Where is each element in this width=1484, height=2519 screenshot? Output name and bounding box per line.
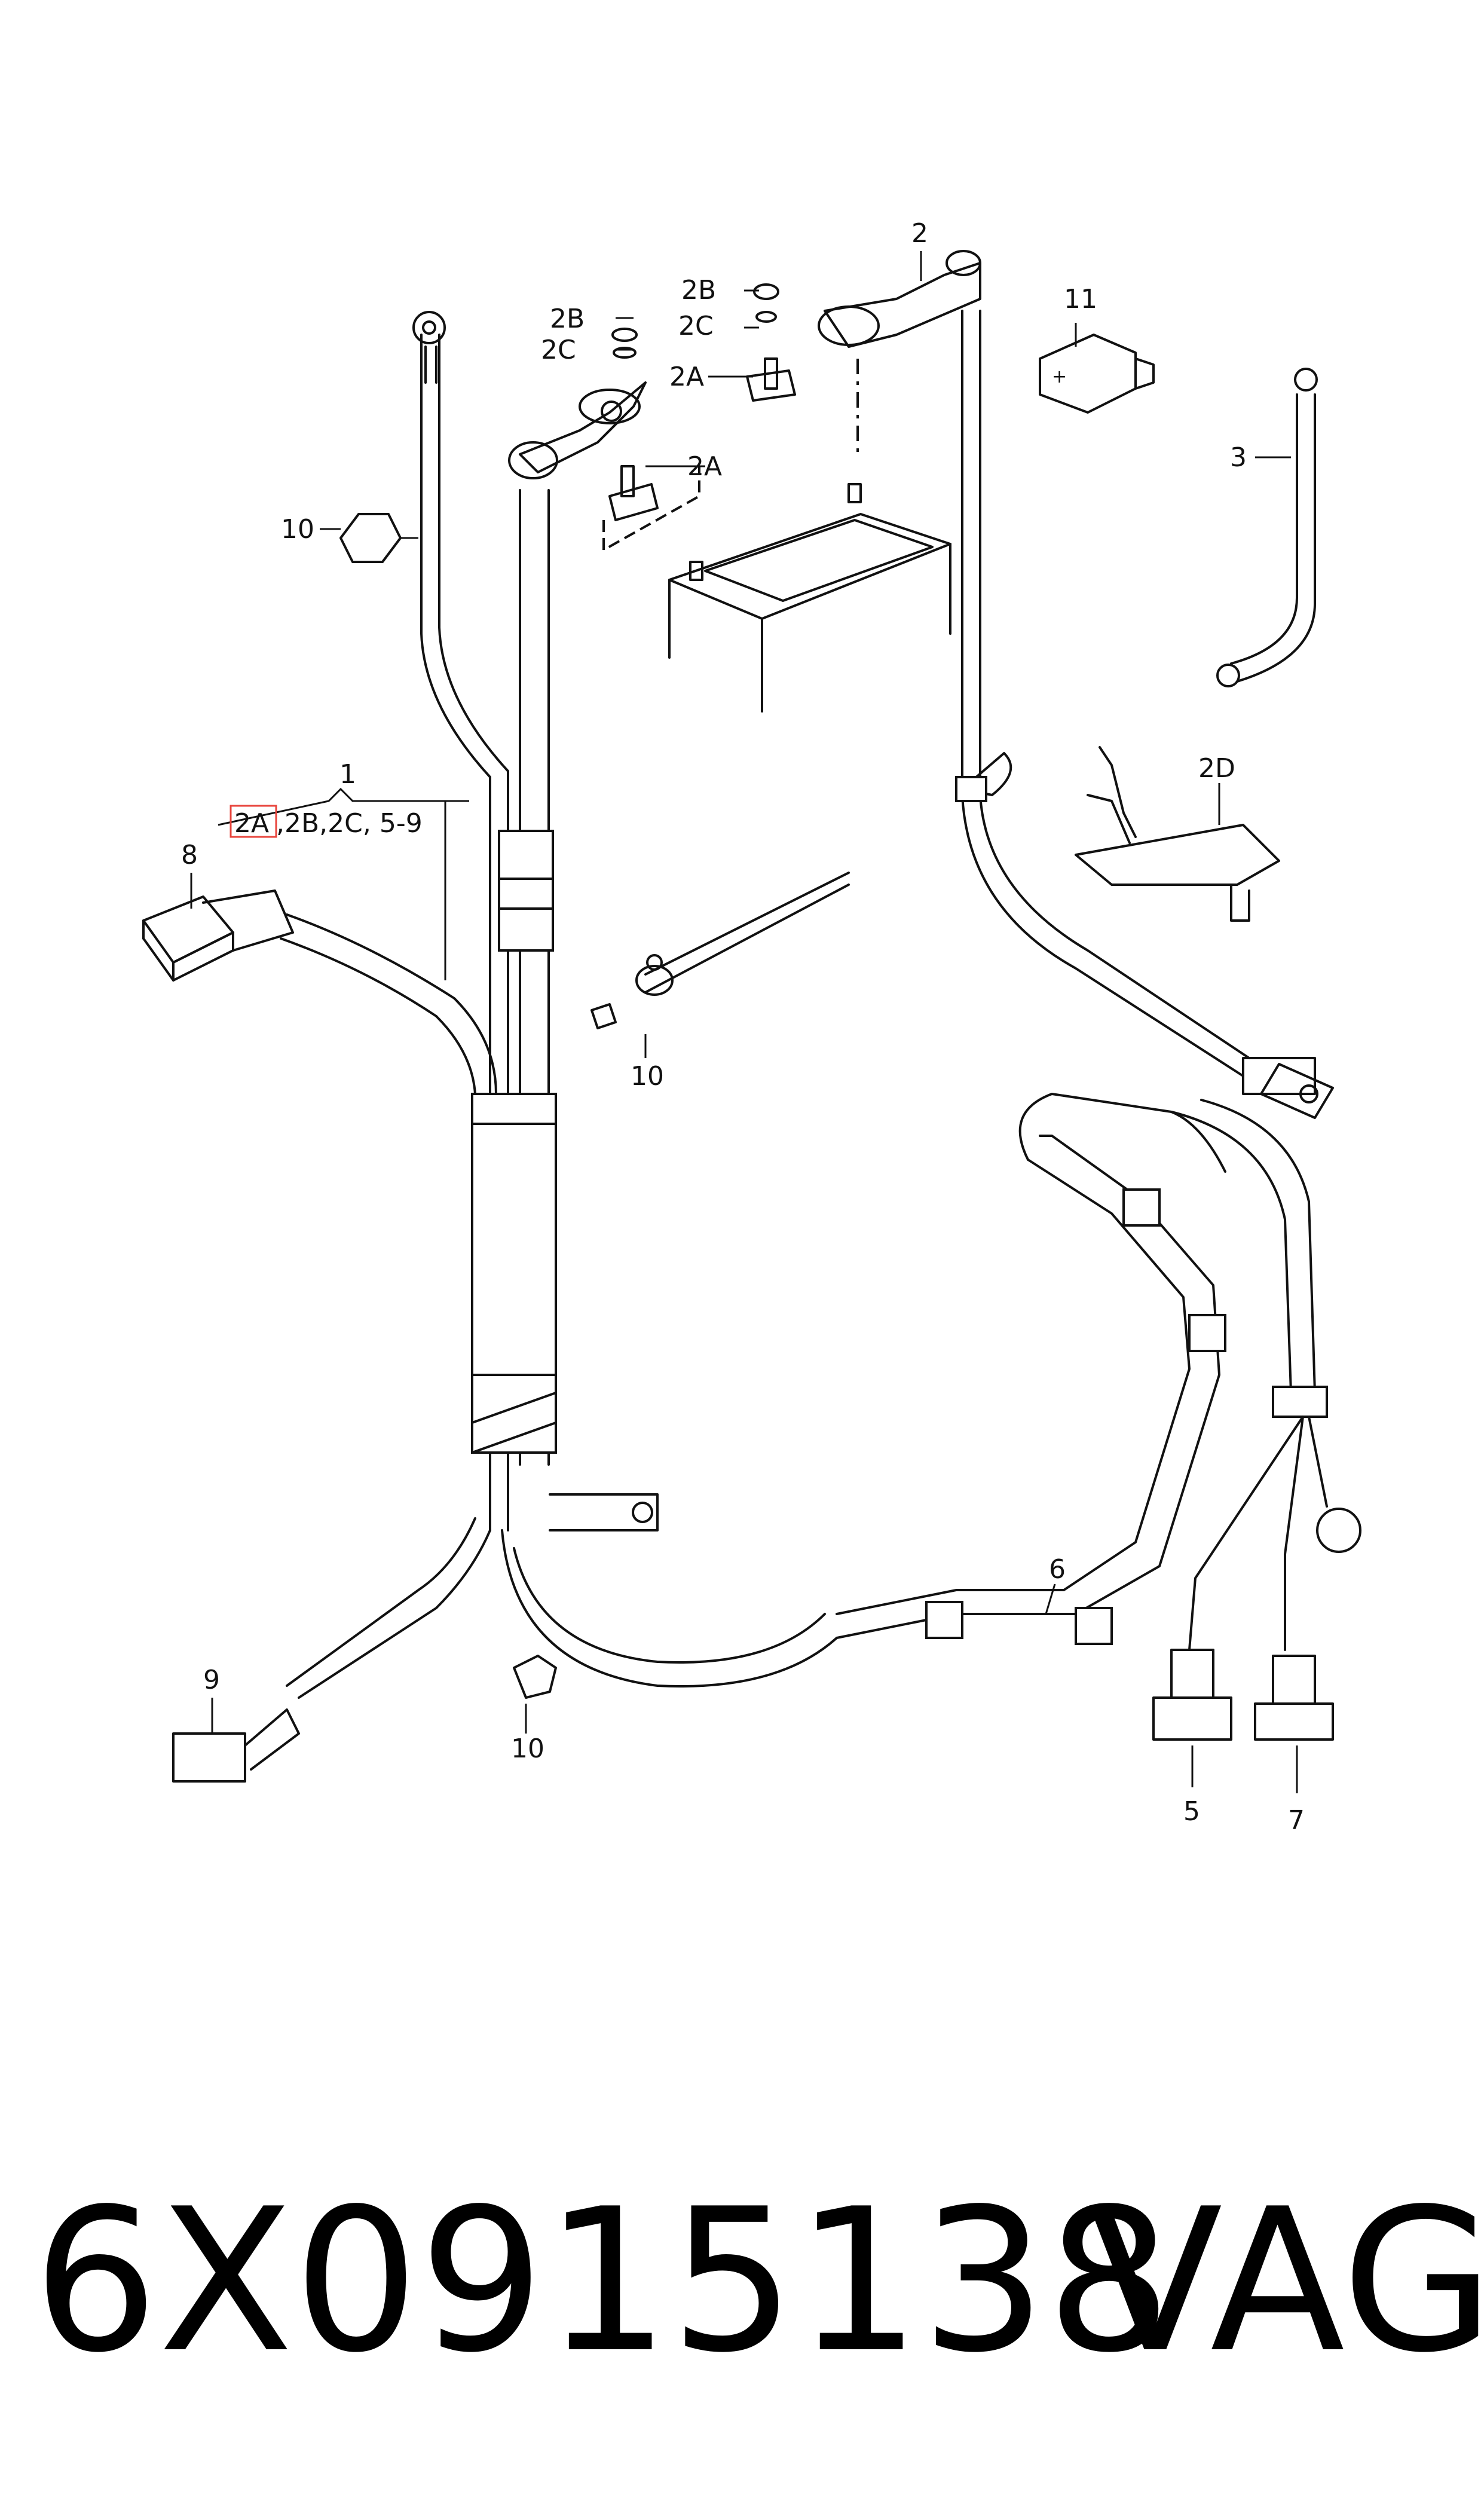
callout-1-sub-highlight: 2A bbox=[234, 808, 269, 839]
leader-lines bbox=[190, 251, 1298, 1793]
clip-10-bottom bbox=[513, 1655, 557, 1699]
callout-2b-left: 2B bbox=[550, 304, 585, 334]
part-2d-bracket bbox=[1075, 746, 1280, 922]
part-number: 6X0915138 bbox=[33, 2166, 1172, 2396]
terminal-left bbox=[508, 328, 700, 552]
callout-9: 9 bbox=[203, 1665, 220, 1695]
callout-2c-right: 2C bbox=[678, 311, 714, 341]
cable-tie-10-mid bbox=[590, 872, 850, 1029]
svg-text:+: + bbox=[1052, 366, 1067, 387]
connector-9-branch bbox=[172, 1517, 491, 1783]
callout-2c-left: 2C bbox=[541, 335, 576, 365]
callout-8: 8 bbox=[181, 840, 198, 870]
callout-10-bottom: 10 bbox=[511, 1734, 544, 1764]
callout-10-mid: 10 bbox=[631, 1061, 664, 1092]
cable-6 bbox=[836, 1093, 1226, 1645]
callout-1-sub-rest: ,2B,2C, 5-9 bbox=[276, 808, 423, 839]
callout-2d: 2D bbox=[1198, 753, 1235, 784]
part-11-fuse: + bbox=[1039, 334, 1155, 414]
callout-1-highlight-box bbox=[230, 805, 277, 838]
callout-10-top: 10 bbox=[281, 514, 314, 545]
callout-1: 1 bbox=[339, 759, 356, 790]
ground-cable-2 bbox=[955, 310, 1334, 1119]
cable-end-top-left bbox=[412, 311, 446, 384]
callout-7: 7 bbox=[1288, 1805, 1305, 1836]
brand-name: VAG bbox=[1088, 2166, 1484, 2396]
terminal-right bbox=[746, 250, 981, 454]
callout-2: 2 bbox=[911, 218, 928, 249]
callout-5: 5 bbox=[1183, 1796, 1200, 1827]
callout-3: 3 bbox=[1230, 442, 1247, 473]
callout-11: 11 bbox=[1064, 284, 1097, 314]
callout-2b-right: 2B bbox=[681, 275, 716, 305]
battery bbox=[668, 483, 951, 713]
callout-2a-left: 2A bbox=[687, 451, 722, 482]
callout-labels: 1 2A ,2B,2C, 5-9 2 2B 2C 2A 2B 2C 2A 2D … bbox=[181, 218, 1305, 1836]
connector-8-branch bbox=[142, 889, 497, 1095]
main-harness bbox=[420, 334, 838, 1688]
part-3-strap bbox=[1216, 368, 1318, 687]
cable-5-7 bbox=[1152, 1099, 1361, 1741]
clip-10-top bbox=[339, 513, 418, 563]
callout-2a-right: 2A bbox=[669, 362, 704, 392]
callout-6: 6 bbox=[1049, 1554, 1066, 1585]
